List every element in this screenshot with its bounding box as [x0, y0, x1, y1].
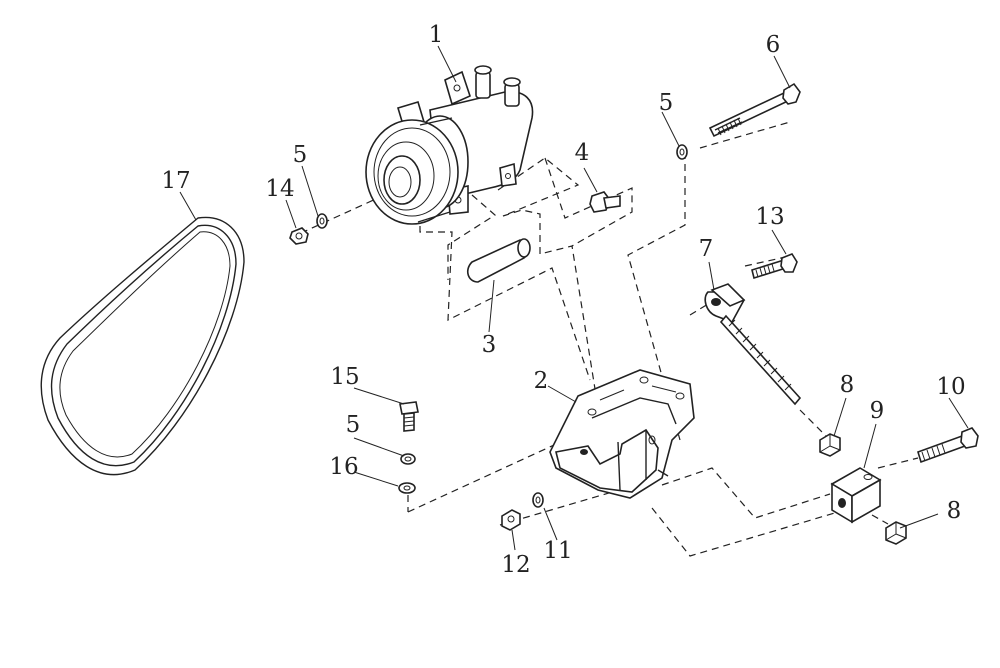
part-label-13: 13: [755, 204, 784, 230]
compressor-part-1: [365, 65, 534, 225]
part-label-17: 17: [161, 168, 190, 194]
part-label-1: 1: [429, 22, 444, 48]
part-label-8-upper: 8: [840, 372, 855, 398]
part-label-10: 10: [936, 374, 965, 400]
washer-part-5-left: [316, 213, 328, 229]
washer-part-16: [398, 482, 416, 494]
nut-part-14: [289, 227, 309, 245]
part-label-14: 14: [265, 176, 294, 202]
part-label-2: 2: [534, 368, 549, 394]
part-number-labels: 1 2 3 4 5 5 5 6 7 8 8 9 10 11 12 13 14 1…: [161, 22, 965, 578]
part-label-9: 9: [870, 398, 885, 424]
v-belt-part-17: [40, 216, 245, 476]
nut-part-8-upper: [819, 433, 841, 457]
part-label-7: 7: [699, 236, 714, 262]
nut-part-12: [501, 509, 521, 531]
washer-part-5-upper: [676, 144, 688, 160]
nut-part-8-lower: [885, 521, 907, 545]
bolt-part-10: [917, 427, 979, 464]
part-label-12: 12: [501, 552, 530, 578]
part-label-5-upper: 5: [659, 90, 674, 116]
part-label-5-lower: 5: [346, 412, 361, 438]
part-label-4: 4: [575, 140, 590, 166]
spacer-part-3: [466, 238, 531, 283]
part-label-16: 16: [329, 454, 358, 480]
block-part-9: [830, 467, 882, 524]
leader-lines: [179, 45, 969, 551]
part-label-11: 11: [543, 538, 572, 564]
adjusting-rod-part-7: [704, 283, 802, 406]
washer-part-11: [532, 492, 544, 508]
bolt-part-15: [399, 401, 419, 432]
washer-part-5-lower: [400, 453, 416, 465]
bolt-part-13: [751, 253, 798, 280]
mounting-bracket-part-2: [549, 369, 695, 499]
part-label-8-lower: 8: [947, 498, 962, 524]
part-label-6: 6: [766, 32, 781, 58]
long-bolt-part-6: [708, 82, 801, 138]
part-label-5-left: 5: [293, 142, 308, 168]
part-label-15: 15: [330, 364, 359, 390]
part-label-3: 3: [482, 332, 497, 358]
bolt-part-4: [589, 191, 621, 213]
